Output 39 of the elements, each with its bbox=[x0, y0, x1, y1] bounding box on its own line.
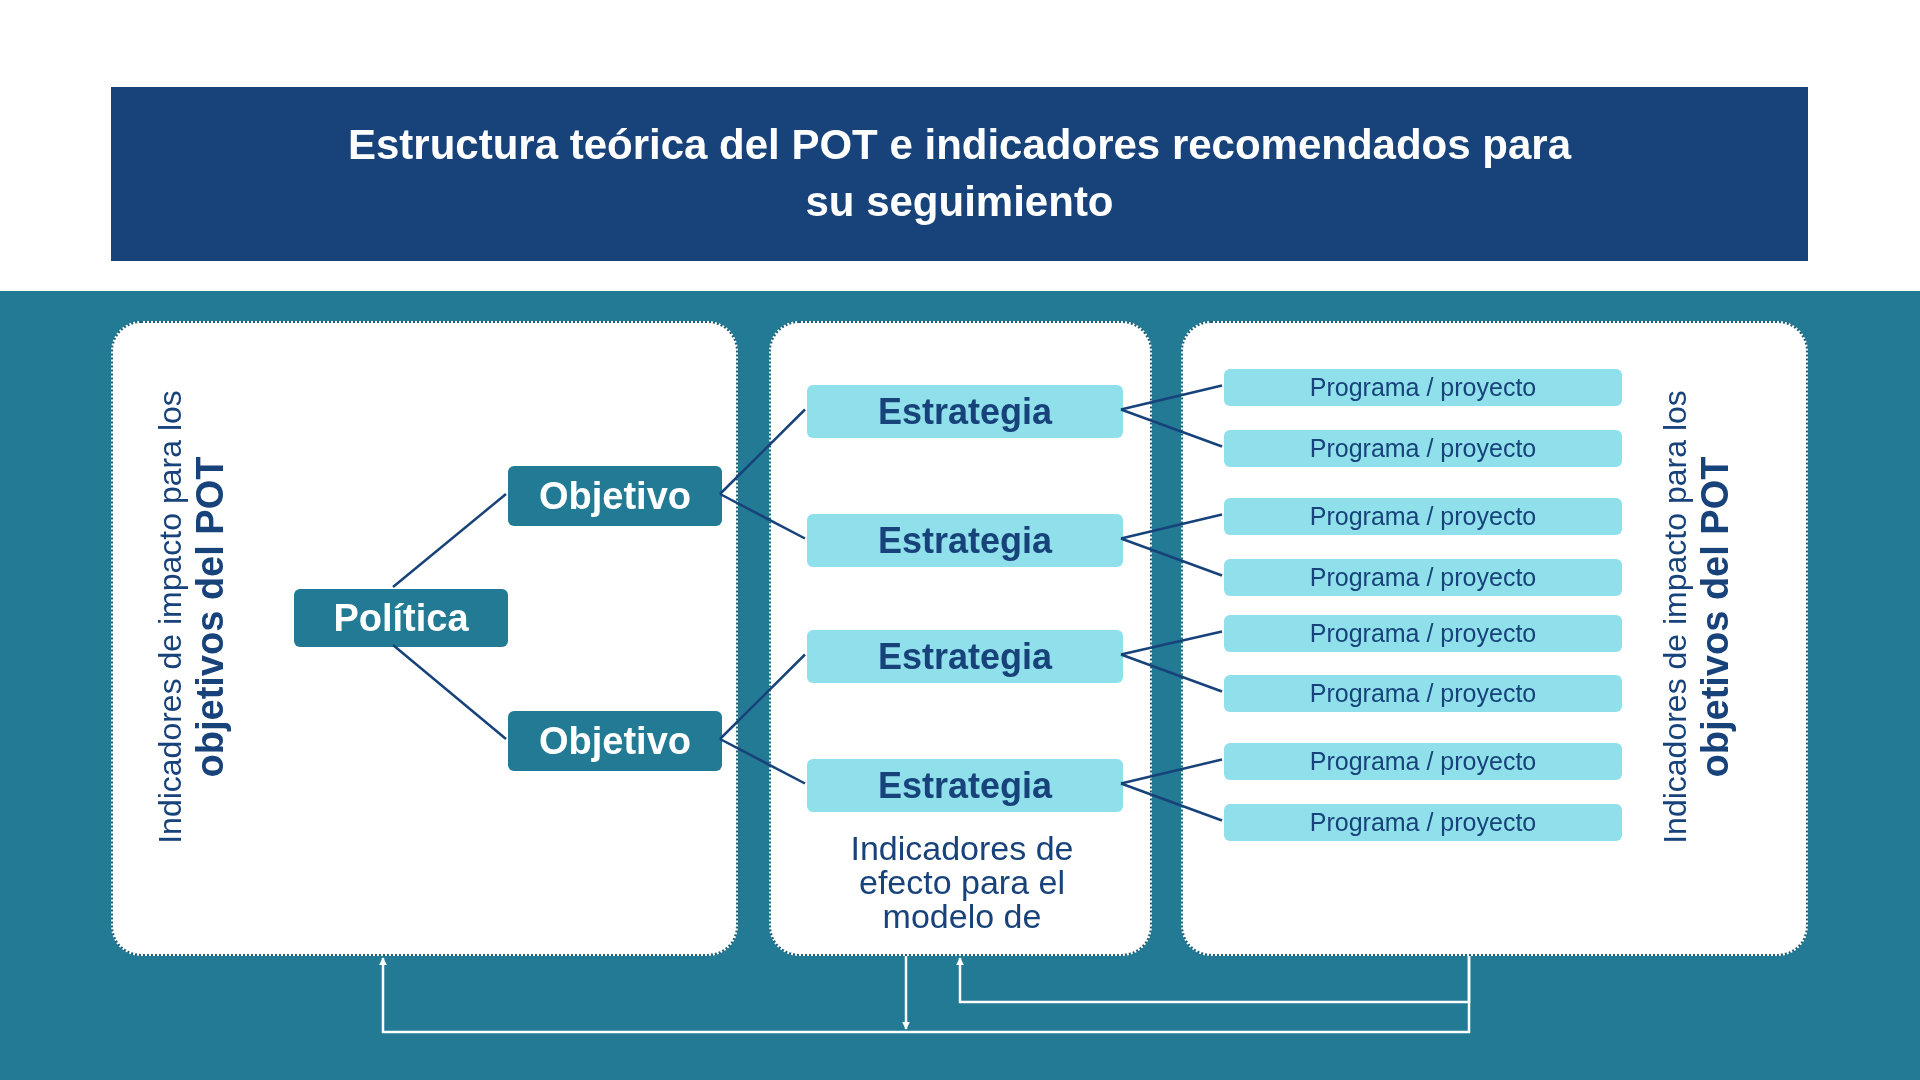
policy-box: Política bbox=[294, 589, 508, 647]
program-box: Programa / proyecto bbox=[1224, 498, 1622, 535]
connector-line bbox=[1120, 758, 1223, 785]
connector-line bbox=[1120, 782, 1223, 822]
feedback-arrow bbox=[956, 956, 1471, 1004]
strategy-box: Estrategia bbox=[807, 630, 1123, 683]
connector-line bbox=[1120, 408, 1223, 448]
objective-box: Objetivo bbox=[508, 711, 722, 771]
strategy-box: Estrategia bbox=[807, 385, 1123, 438]
connector-line bbox=[392, 644, 507, 740]
program-box: Programa / proyecto bbox=[1224, 430, 1622, 467]
program-box: Programa / proyecto bbox=[1224, 675, 1622, 712]
connector-line bbox=[1120, 653, 1223, 693]
connector-line bbox=[719, 737, 806, 785]
program-box: Programa / proyecto bbox=[1224, 804, 1622, 841]
vertical-caption: Indicadores de impacto para los objetivos del POT bbox=[152, 389, 232, 846]
program-box: Programa / proyecto bbox=[1224, 615, 1622, 652]
connector-line bbox=[392, 493, 507, 588]
program-box: Programa / proyecto bbox=[1224, 743, 1622, 780]
strategy-box: Estrategia bbox=[807, 514, 1123, 567]
vertical-caption: Indicadores de impacto para los objetivos del POT bbox=[1657, 389, 1737, 846]
connector-line bbox=[1120, 513, 1223, 540]
connector-line bbox=[1120, 384, 1223, 411]
connector-line bbox=[719, 653, 806, 740]
objective-box: Objetivo bbox=[508, 466, 722, 526]
indicator-panel bbox=[1181, 321, 1808, 956]
connector-line bbox=[719, 408, 806, 495]
connector-line bbox=[1120, 537, 1223, 577]
feedback-arrow bbox=[379, 956, 1471, 1034]
panel-caption: Indicadores de efecto para el modelo de bbox=[849, 831, 1075, 933]
connector-line bbox=[719, 492, 806, 540]
program-box: Programa / proyecto bbox=[1224, 369, 1622, 406]
indicator-panel bbox=[769, 321, 1152, 956]
feedback-arrow bbox=[902, 956, 910, 1030]
title: Estructura teórica del POT e indicadores recomendados para su seguimiento bbox=[346, 120, 1573, 227]
connector-line bbox=[1120, 630, 1223, 656]
strategy-box: Estrategia bbox=[807, 759, 1123, 812]
indicator-panel bbox=[111, 321, 738, 956]
program-box: Programa / proyecto bbox=[1224, 559, 1622, 596]
